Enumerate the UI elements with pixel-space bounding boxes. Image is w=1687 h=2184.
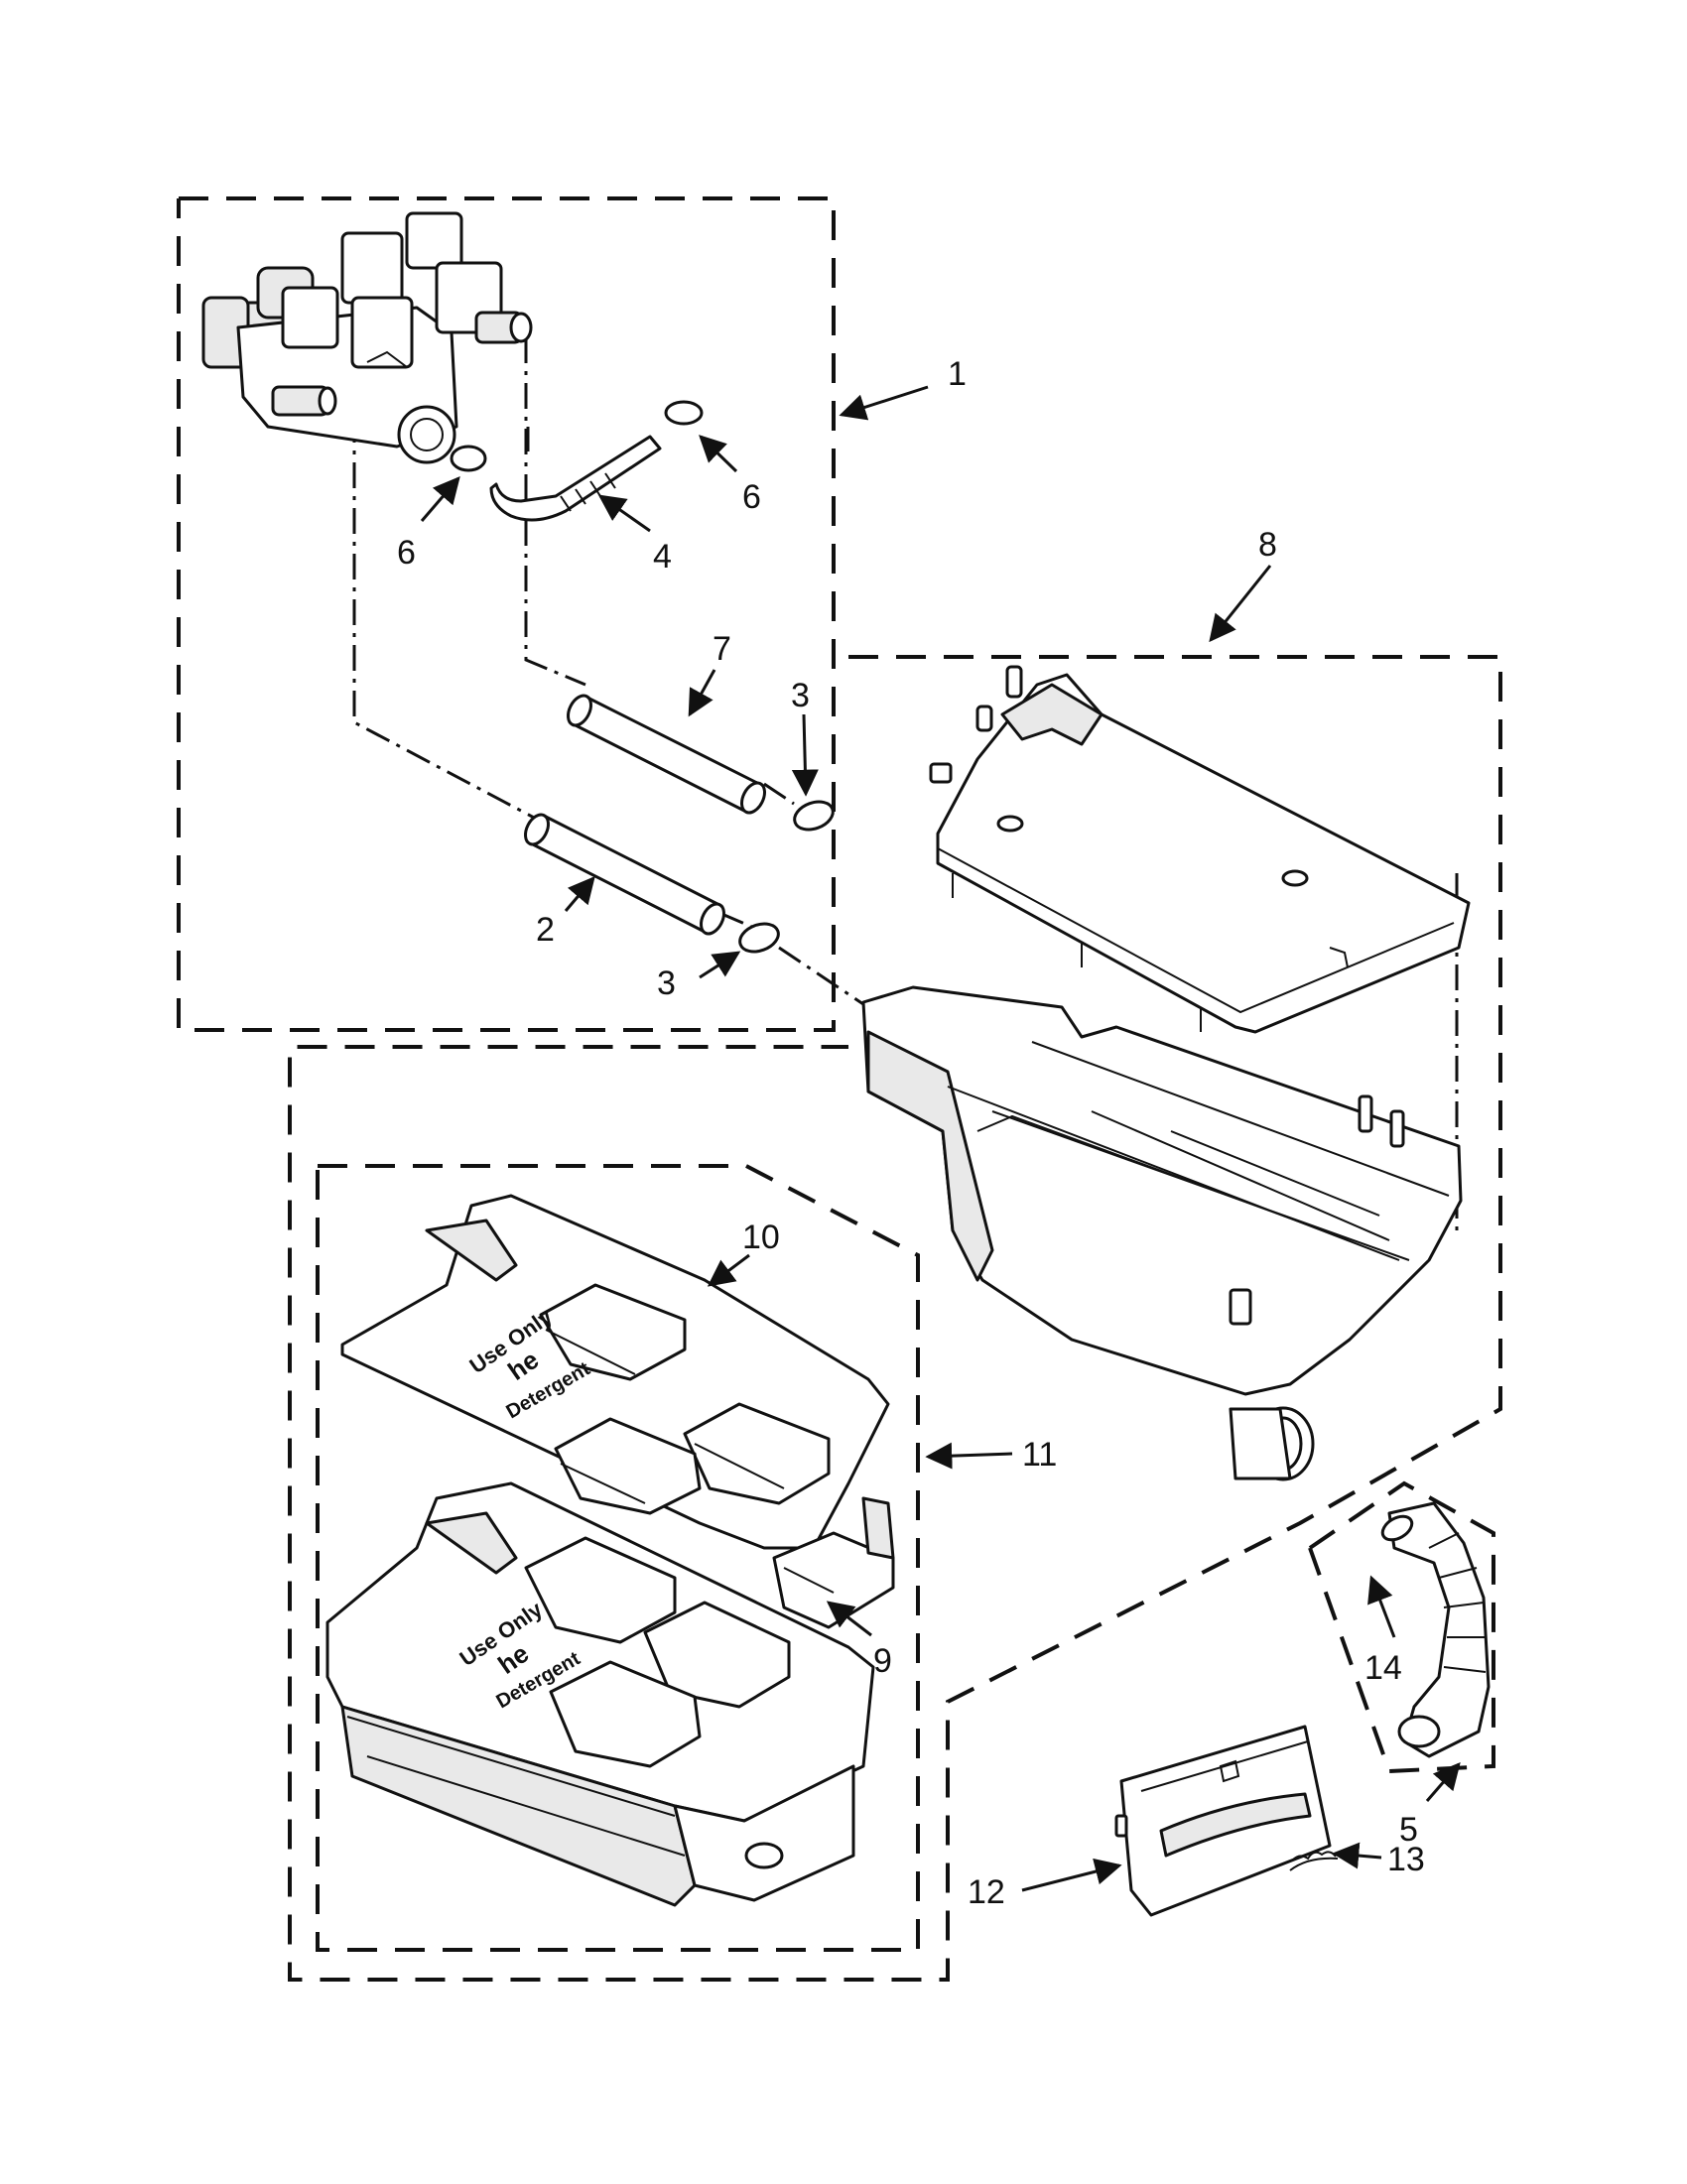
hose-route-upper-clamp (763, 782, 795, 806)
callout-11: 11 (1022, 1436, 1057, 1474)
drawer-handle (1114, 1725, 1332, 1917)
arrow-8 (1209, 565, 1272, 643)
arrow-4 (597, 494, 651, 533)
dispenser-drawer (325, 1481, 875, 1907)
callout-3-upper: 3 (791, 677, 810, 714)
callout-9: 9 (873, 1642, 892, 1680)
arrow-9 (826, 1601, 872, 1637)
arrow-3-upper (791, 713, 819, 797)
arrow-2 (564, 875, 595, 912)
callout-5: 5 (1399, 1811, 1418, 1849)
dispenser-cover (929, 665, 1471, 1034)
arrow-10 (707, 1253, 750, 1287)
hose-2 (524, 813, 725, 936)
arrow-12 (1021, 1858, 1122, 1892)
hose-route-clamp (778, 946, 864, 1006)
callout-10: 10 (742, 1219, 780, 1256)
dispenser-housing (861, 985, 1463, 1481)
dispenser-tray-insert (340, 1194, 890, 1550)
callout-7: 7 (713, 630, 731, 668)
callout-1: 1 (948, 355, 967, 393)
arrow-7 (688, 669, 716, 717)
group-box-1 (177, 196, 836, 1032)
hose-7 (567, 694, 766, 815)
group-box-8 (288, 655, 1502, 1982)
callout-4: 4 (653, 538, 672, 576)
callout-14: 14 (1364, 1649, 1402, 1687)
callout-2: 2 (536, 911, 555, 949)
arrow-5 (1425, 1761, 1461, 1802)
callout-8: 8 (1258, 526, 1277, 564)
hose-clamp-3-lower (738, 922, 780, 954)
hose-route-right (524, 337, 586, 687)
hose-clamp-3-upper (793, 800, 835, 832)
group-box-5 (1308, 1480, 1495, 1774)
callout-6-lower: 6 (397, 534, 416, 572)
arrow-6-lower (420, 475, 460, 522)
group-box-11 (316, 1164, 920, 1952)
arrow-14 (1367, 1575, 1396, 1638)
arrow-6-upper (699, 435, 738, 473)
siphon-cap (772, 1496, 895, 1629)
hose-clamp-6-upper (664, 400, 704, 426)
vent-bellows (1387, 1501, 1491, 1758)
callout-13: 13 (1387, 1841, 1425, 1878)
bellows-clamp-14 (1380, 1514, 1414, 1542)
callout-3-lower: 3 (657, 964, 676, 1002)
arrow-13 (1332, 1842, 1382, 1869)
hose-clamp-6-lower (450, 445, 487, 472)
hose-route-left (352, 417, 537, 821)
arrow-3-lower (699, 951, 741, 979)
water-valve-assembly (201, 211, 533, 464)
arrow-11 (925, 1442, 1013, 1470)
arrow-1 (839, 385, 929, 421)
bent-hose (489, 435, 662, 522)
callout-6-upper: 6 (742, 478, 761, 516)
callout-12: 12 (968, 1873, 1005, 1911)
